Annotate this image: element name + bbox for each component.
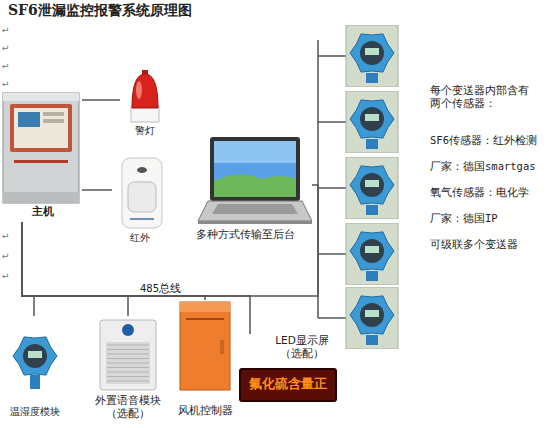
paragraph-mark: ↵ [2,76,16,89]
bus-wire [82,99,120,101]
fan-controller [174,300,236,420]
art-part [14,108,68,148]
art-part [186,318,224,320]
art-part [23,344,47,368]
node-label: 温湿度模块 [2,406,68,418]
art-part [180,302,230,390]
gas-transmitter [346,287,398,349]
pir-node: 红外 [112,156,172,248]
bus-stub [318,55,346,57]
art-part [43,119,64,123]
node-label: 风机控制器 [174,404,236,417]
note-text: 厂家：德国smartgas [430,160,552,173]
art-part [107,349,149,350]
art-part [107,376,149,377]
paragraph-mark: ↵ [2,268,16,281]
note-text: SF6传感器：红外检测 [430,134,552,147]
speaker-node: 外置语音模块 （选配） [86,316,170,424]
laptop-node: 多种方式传输至后台 [178,135,312,245]
gas-transmitter [346,157,398,219]
paragraph-mark: ↵ [2,228,16,241]
node-label: 外置语音模块 （选配） [88,394,168,419]
bus-wire [82,189,112,191]
host-node: 主机 [2,92,82,222]
art-part [128,182,156,212]
art-part [107,372,149,373]
art-part [28,351,42,358]
art-part [240,369,336,401]
art-part [132,74,158,108]
host-cabinet [2,92,82,222]
art-part [180,302,230,312]
node-label: 主机 [26,205,60,218]
note-text: 可级联多个变送器 [430,238,552,251]
art-part [210,137,300,201]
art-part [3,192,79,203]
art-part [107,345,149,346]
bus-stub [318,317,346,319]
node-label: LED显示屏 （选配） [266,334,338,359]
art-part [198,201,312,221]
diagram-title: SF6泄漏监控报警系统原理图 [8,2,192,20]
bus-stub [318,253,346,255]
art-part [214,141,296,163]
art-part [13,337,57,389]
art-part [107,381,149,382]
gas-transmitter [346,25,398,87]
art-part [220,340,224,354]
note-text: 氧气传感器：电化学 [430,186,552,199]
art-part [198,221,312,224]
light-node: 警灯 [120,68,170,140]
led-node: LED显示屏 （选配） 氟化硫含量正 [238,334,338,406]
bus-wire [22,222,205,300]
art-part [18,112,40,127]
art-part [107,363,149,364]
art-part [30,375,40,389]
art-part [106,342,150,384]
bus-wire [22,222,128,316]
gas-transmitter [346,223,398,285]
art-part [212,204,298,214]
note-text: 厂家：德国IP [430,212,552,225]
node-label: 红外 [120,232,160,244]
bus-stub [318,121,346,123]
bus-stub [318,187,346,189]
art-part [107,358,149,359]
art-part [100,320,156,390]
art-part [130,218,154,220]
node-label: 警灯 [125,125,165,137]
art-part [3,93,79,101]
paragraph-mark: ↵ [2,58,16,71]
display-text: 氟化硫含量正 [240,376,336,392]
paragraph-mark: ↵ [2,22,16,35]
gas-transmitter [346,91,398,153]
art-part [122,324,134,336]
art-part [122,158,162,228]
sensor-node: 温湿度模块 [2,316,68,422]
note-text: 每个变送器内部含有 两个传感器： [430,84,532,109]
node-label: 多种方式传输至后台 [178,228,312,241]
bus-wire [22,222,34,316]
paragraph-mark: ↵ [2,40,16,53]
art-part [136,81,142,99]
note-text: 485总线 [140,282,200,295]
paragraph-mark: ↵ [2,248,16,261]
art-part [137,167,147,173]
art-part [107,354,149,355]
art-part [3,93,79,203]
art-part [142,70,148,75]
art-part [43,112,64,116]
art-part [14,160,68,163]
art-part [214,174,296,197]
art-part [13,337,57,375]
art-part [107,367,149,368]
art-part [214,141,296,197]
art-part [10,104,72,152]
fan-node: 风机控制器 [174,300,236,420]
